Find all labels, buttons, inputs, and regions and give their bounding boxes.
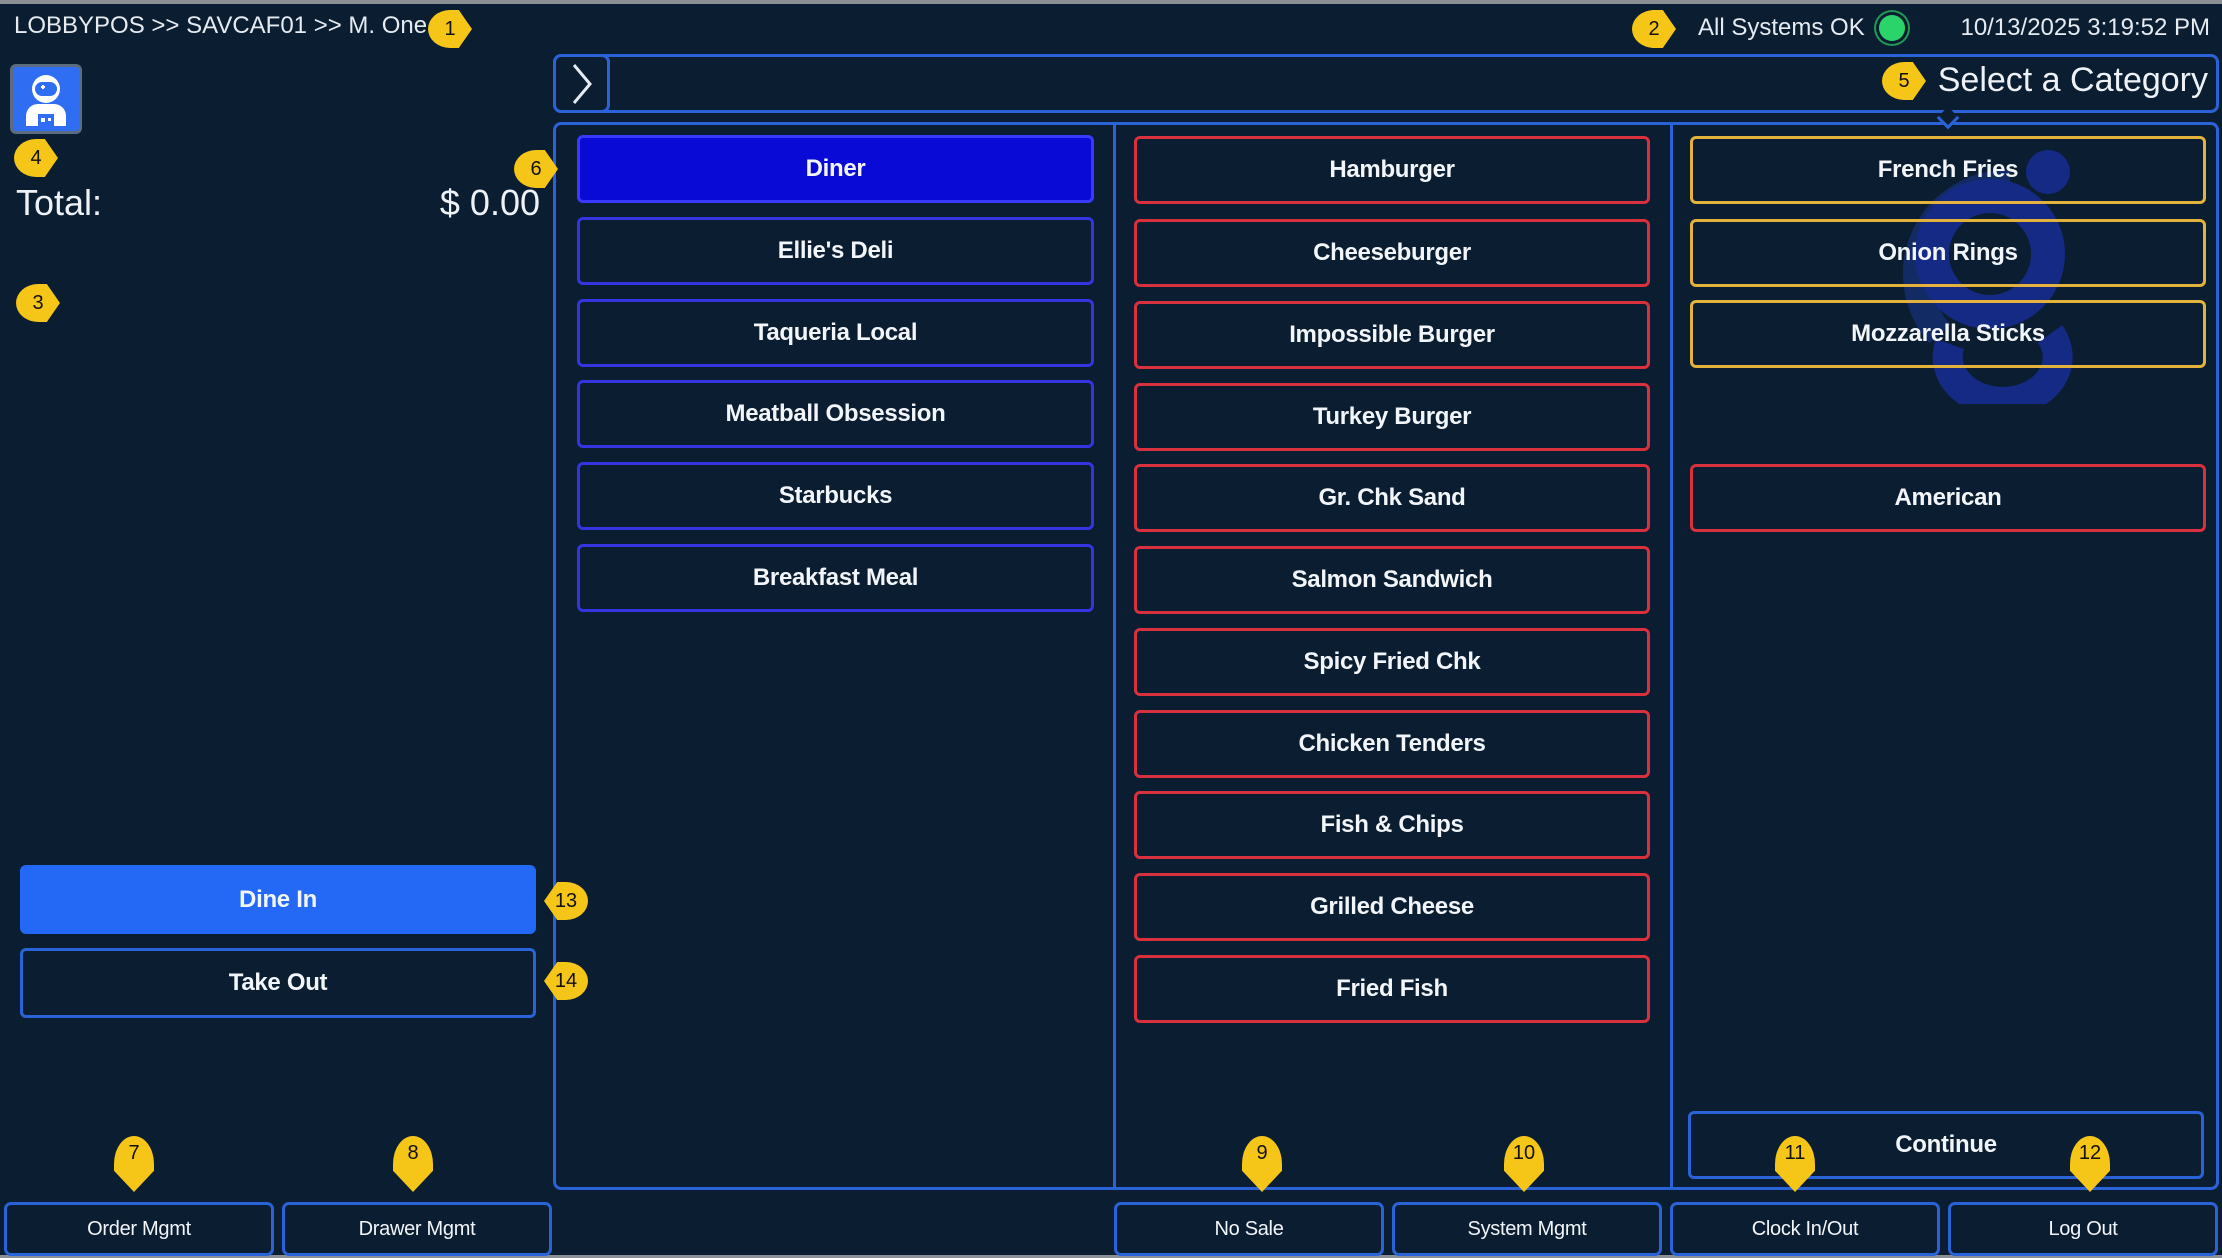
annotation-marker: 13 bbox=[544, 882, 588, 920]
status-text: All Systems OK bbox=[1698, 14, 1865, 41]
annotation-marker: 8 bbox=[393, 1136, 433, 1192]
item-impossible-burger[interactable]: Impossible Burger bbox=[1134, 301, 1650, 369]
no-sale-button[interactable]: No Sale bbox=[1114, 1202, 1384, 1256]
category-diner[interactable]: Diner bbox=[577, 135, 1094, 203]
item-gr-chk-sand[interactable]: Gr. Chk Sand bbox=[1134, 464, 1650, 532]
annotation-marker: 4 bbox=[14, 139, 58, 177]
item-fish-and-chips[interactable]: Fish & Chips bbox=[1134, 791, 1650, 859]
category-panel bbox=[553, 122, 1116, 1190]
annotation-marker: 3 bbox=[16, 284, 60, 322]
side-mozzarella-sticks[interactable]: Mozzarella Sticks bbox=[1690, 300, 2206, 368]
item-fried-fish[interactable]: Fried Fish bbox=[1134, 955, 1650, 1023]
user-avatar-button[interactable] bbox=[10, 64, 82, 134]
continue-button[interactable]: Continue bbox=[1688, 1111, 2204, 1179]
item-spicy-fried-chk[interactable]: Spicy Fried Chk bbox=[1134, 628, 1650, 696]
category-ellies-deli[interactable]: Ellie's Deli bbox=[577, 217, 1094, 285]
drawer-mgmt-button[interactable]: Drawer Mgmt bbox=[282, 1202, 552, 1256]
breadcrumb: LOBBYPOS >> SAVCAF01 >> M. One bbox=[14, 12, 428, 39]
category-meatball-obsession[interactable]: Meatball Obsession bbox=[577, 380, 1094, 448]
item-chicken-tenders[interactable]: Chicken Tenders bbox=[1134, 710, 1650, 778]
dine-in-button[interactable]: Dine In bbox=[20, 865, 536, 934]
log-out-button[interactable]: Log Out bbox=[1948, 1202, 2218, 1256]
annotation-marker: 7 bbox=[114, 1136, 154, 1192]
expand-button[interactable] bbox=[553, 54, 610, 113]
item-cheeseburger[interactable]: Cheeseburger bbox=[1134, 219, 1650, 287]
total-label: Total: bbox=[16, 182, 103, 223]
system-status: All Systems OK bbox=[1698, 14, 1905, 42]
side-french-fries[interactable]: French Fries bbox=[1690, 136, 2206, 204]
annotation-marker: 6 bbox=[514, 150, 558, 188]
datetime: 10/13/2025 3:19:52 PM bbox=[1960, 14, 2210, 41]
cuisine-american-button[interactable]: American bbox=[1690, 464, 2206, 532]
clock-in-out-button[interactable]: Clock In/Out bbox=[1670, 1202, 1940, 1256]
category-starbucks[interactable]: Starbucks bbox=[577, 462, 1094, 530]
annotation-marker: 2 bbox=[1632, 10, 1676, 48]
category-taqueria-local[interactable]: Taqueria Local bbox=[577, 299, 1094, 367]
total-value: $ 0.00 bbox=[439, 182, 540, 223]
order-mgmt-button[interactable]: Order Mgmt bbox=[4, 1202, 274, 1256]
side-onion-rings[interactable]: Onion Rings bbox=[1690, 219, 2206, 287]
page-title: Select a Category bbox=[1937, 61, 2208, 99]
item-grilled-cheese[interactable]: Grilled Cheese bbox=[1134, 873, 1650, 941]
take-out-button[interactable]: Take Out bbox=[20, 948, 536, 1018]
system-mgmt-button[interactable]: System Mgmt bbox=[1392, 1202, 1662, 1256]
status-ok-icon bbox=[1878, 15, 1905, 41]
item-salmon-sandwich[interactable]: Salmon Sandwich bbox=[1134, 546, 1650, 614]
annotation-marker: 1 bbox=[428, 10, 472, 48]
item-hamburger[interactable]: Hamburger bbox=[1134, 136, 1650, 204]
annotation-marker: 11 bbox=[1775, 1136, 1815, 1192]
chevron-right-icon bbox=[572, 63, 592, 104]
category-breakfast-meal[interactable]: Breakfast Meal bbox=[577, 544, 1094, 612]
annotation-marker: 14 bbox=[544, 962, 588, 1000]
item-turkey-burger[interactable]: Turkey Burger bbox=[1134, 383, 1650, 451]
astronaut-icon bbox=[26, 75, 66, 126]
